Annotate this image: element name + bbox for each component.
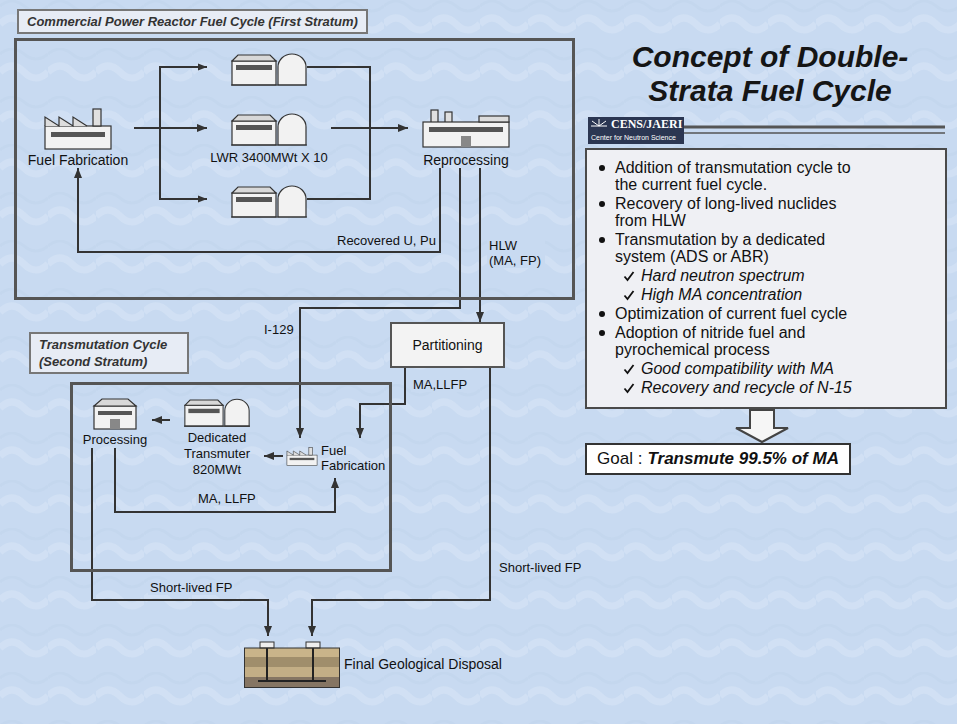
node-label: Fuel Fabrication [321,443,387,473]
check-mark [623,289,635,301]
bullet-row: Recovery of long-lived nuclides from HLW [599,195,935,229]
bullet-box: Addition of transmutation cycle to the c… [585,148,947,409]
node-label: Processing [78,432,152,448]
process-box: Partitioning [390,322,505,368]
bullet-dot [599,311,605,317]
bullet-text: Recovery and recycle of N-15 [641,379,886,396]
bullet-text: Addition of transmutation cycle to the c… [615,159,860,193]
reactor-icon [231,186,307,217]
facility-node: Processing [78,394,152,448]
plant-icon [423,110,509,147]
edge-label: HLW (MA, FP) [487,238,545,268]
node-label: Reprocessing [408,152,524,168]
edge-label: MA, LLFP [196,491,258,506]
disposal-node: Final Geological Disposal [240,636,525,692]
check-mark [623,270,635,282]
branch-lines [160,67,370,199]
frame-heading: Transmutation Cycle (Second Stratum) [29,332,189,374]
bullet-text: Transmutation by a dedicated system (ADS… [615,231,860,265]
flow-arrow [152,419,170,421]
block-arrow [736,410,788,442]
stratum-frame: Transmutation Cycle (Second Stratum)Proc… [70,382,392,572]
factory-icon [45,109,111,149]
check-mark [623,382,635,394]
node-label: LWR 3400MWt X 10 [207,150,331,166]
bullet-row: Adoption of nitride fuel and pyrochemica… [599,324,935,358]
flow-arrow [92,448,268,636]
flow-arrow [312,368,490,636]
flow-arrow [134,127,207,129]
sub-bullet-row: High MA concentration [599,286,935,303]
bullet-text: Hard neutron spectrum [641,267,886,284]
node-label: Dedicated Transmuter 820MWt [170,430,264,478]
bullet-dot [599,330,605,336]
logo-text: CENS/JAERI [611,118,682,131]
reactor-node: LWR 3400MWt X 10 [207,106,331,166]
node-label: Partitioning [412,337,482,353]
facility-node: Fuel Fabrication [22,106,134,168]
logo [588,117,945,144]
bullet-row: Transmutation by a dedicated system (ADS… [599,231,935,265]
bullet-row: Addition of transmutation cycle to the c… [599,159,935,193]
node-label: Final Geological Disposal [344,657,502,672]
edge-label: I-129 [262,322,296,337]
logo-subtext: Center for Neutron Science [591,134,676,142]
bullet-text: Recovery of long-lived nuclides from HLW [615,195,860,229]
edge-label: Short-lived FP [497,560,583,575]
reactor-icon [184,399,250,426]
bullet-text: Optimization of current fuel cycle [615,305,860,322]
check-mark [623,363,635,375]
bullet-dot [599,165,605,171]
reactor-icon [231,54,307,85]
bullet-text: High MA concentration [641,286,886,303]
facility-node: Reprocessing [408,106,524,168]
goal-box: Goal : Transmute 99.5% of MA [585,443,851,475]
flow-arrow [264,455,283,457]
bullet-dot [599,237,605,243]
flow-arrow [360,368,405,438]
goal-text: Transmute 99.5% of MA [647,449,838,468]
factory-icon [287,447,317,465]
sub-bullet-row: Recovery and recycle of N-15 [599,379,935,396]
edge-label: Short-lived FP [148,580,234,595]
repository-icon [244,642,340,688]
edge-label: MA,LLFP [411,377,469,392]
frame-heading: Commercial Power Reactor Fuel Cycle (Fir… [17,9,368,34]
reactor-icon [231,114,307,145]
flow-arrow [331,127,408,129]
bullet-dot [599,201,605,207]
sub-bullet-row: Hard neutron spectrum [599,267,935,284]
flow-arrow [300,168,460,438]
plant-icon [94,399,136,429]
facility-node: Fuel Fabrication [283,438,387,478]
sub-bullet-row: Good compatibility with MA [599,360,935,377]
bullet-row: Optimization of current fuel cycle [599,305,935,322]
reactor-node: Dedicated Transmuter 820MWt [170,390,264,478]
bullet-text: Adoption of nitride fuel and pyrochemica… [615,324,860,358]
goal-text: Goal : [597,449,642,468]
edge-label: Recovered U, Pu [335,233,438,248]
node-label: Fuel Fabrication [22,152,134,168]
bullet-text: Good compatibility with MA [641,360,886,377]
diagram-title: Concept of Double-Strata Fuel Cycle [605,40,935,108]
flow-arrow [78,168,440,252]
